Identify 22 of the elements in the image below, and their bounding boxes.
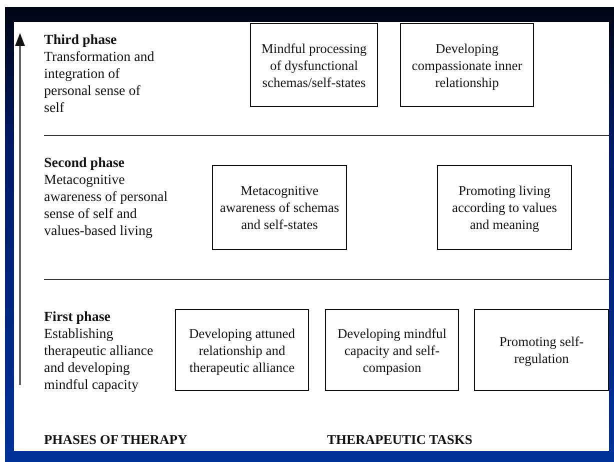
task-box xyxy=(212,165,347,250)
task-text: Developing compassionate inner relationship xyxy=(410,40,524,90)
phase-heading: Third phase xyxy=(44,32,118,49)
task-box xyxy=(474,309,609,391)
task-text: Metacognitive awareness of schemas and self-states xyxy=(218,182,340,233)
task-box xyxy=(250,23,378,107)
phase-heading: First phase xyxy=(44,309,112,326)
phase-heading: Second phase xyxy=(44,155,126,172)
phase-description: Transformation and integration of personal sense of self xyxy=(44,49,156,117)
phase-description: Establishing therapeutic alliance and developing mindful capacity xyxy=(44,326,154,394)
column-heading: PHASES OF THERAPY xyxy=(44,431,188,448)
task-text: Mindful processing of dysfunctional schemas/self-states xyxy=(260,40,368,90)
phase-description: Metacognitive awareness of personal sense of self and values-based living xyxy=(44,172,169,240)
task-text: Promoting living according to values and meaning xyxy=(451,182,558,233)
column-heading: THERAPEUTIC TASKS xyxy=(327,431,474,448)
task-box xyxy=(437,165,572,250)
task-box xyxy=(325,309,459,391)
task-text: Developing mindful capacity and self-compasion xyxy=(336,324,448,376)
task-text: Developing attuned relationship and therapeutic alliance xyxy=(188,324,296,376)
task-text: Promoting self-regulation xyxy=(498,333,585,367)
task-box xyxy=(400,23,534,107)
task-box xyxy=(175,309,309,391)
